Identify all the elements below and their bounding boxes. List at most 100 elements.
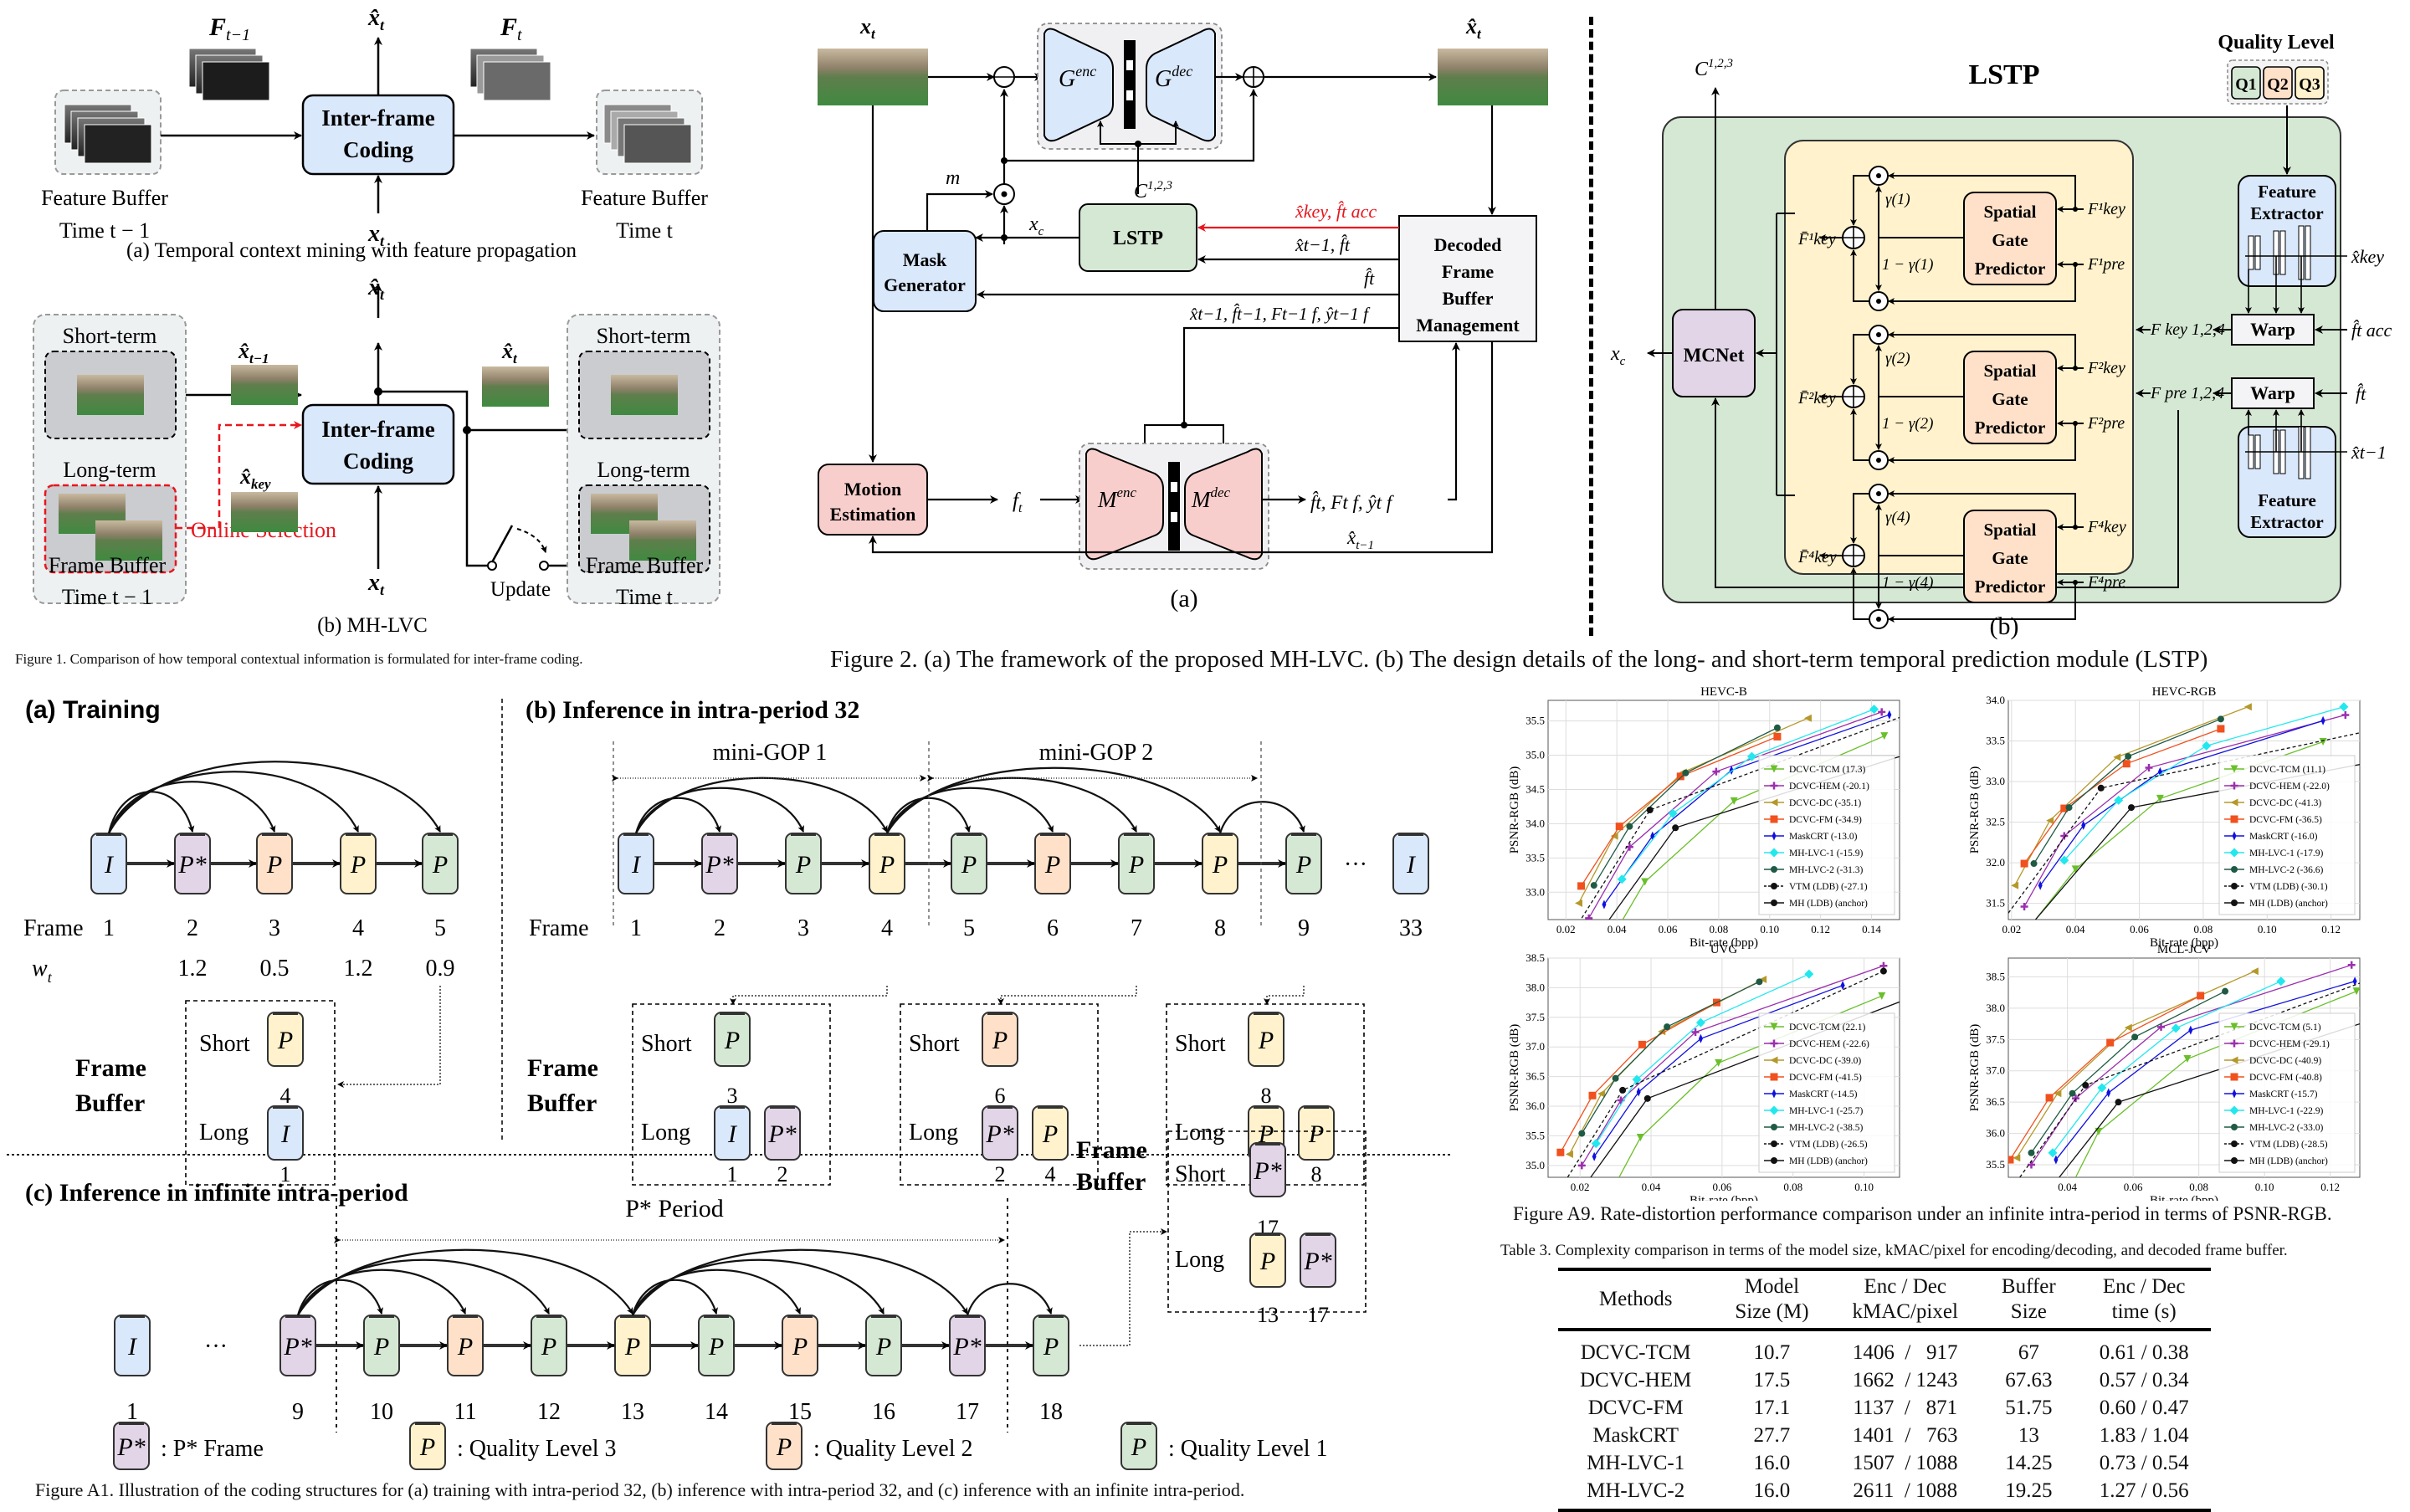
data-point	[1746, 751, 1756, 761]
svg-text:P: P	[724, 1027, 740, 1054]
fig2b-fkey124: F key 1,2,4	[2150, 320, 2225, 339]
figA1b-frame-33: I	[1392, 833, 1429, 894]
fig2a-m-dec: Mdec	[1191, 484, 1231, 512]
data-point	[2008, 1156, 2014, 1164]
series-dcvc-fm	[1577, 732, 1782, 890]
figA1b-frame-num: 8	[1214, 915, 1226, 941]
figA1c-frame-10: P	[363, 1315, 400, 1376]
figA1c-frame-num: 9	[292, 1399, 304, 1425]
fig1b-short-term-left: Short-term	[63, 324, 157, 348]
y-tick-label: 38.0	[1986, 1002, 2005, 1014]
figA1-legend-label: : Quality Level 2	[813, 1436, 973, 1462]
fig1a-feature-buffer-right	[596, 90, 703, 175]
figA1b-frame-num: 9	[1298, 915, 1310, 941]
fig2b-c123: C1,2,3	[1695, 57, 1733, 80]
x-tick-label: 0.08	[2194, 923, 2213, 935]
legend-entry: MaskCRT (-16.0)	[2249, 832, 2318, 842]
figA1c-frame-12: P	[531, 1315, 567, 1376]
svg-text:Gate: Gate	[1992, 389, 2028, 409]
data-point	[1878, 708, 1886, 716]
legend-entry: MH-LVC-1 (-15.9)	[1789, 848, 1864, 859]
table-cell: 1.83 / 1.04	[2099, 1424, 2189, 1447]
svg-text:P: P	[1258, 1120, 1274, 1148]
fig1b-long-term-right: Long-term	[597, 458, 690, 482]
fig2b-spatial-gate-predictor	[1963, 192, 2057, 285]
table-cell: 0.60 / 0.47	[2099, 1397, 2189, 1419]
legend-entry: MH-LVC-2 (-36.6)	[2249, 865, 2324, 875]
data-point	[2319, 737, 2327, 746]
data-point	[1840, 981, 1845, 991]
svg-text:8: 8	[1311, 1162, 1322, 1187]
figA1b-frame-5: P	[951, 833, 987, 894]
chart-title: HEVC-RGB	[2152, 685, 2217, 699]
svg-text:P*: P*	[952, 1333, 981, 1361]
fig2b-quality-q2: Q2	[2263, 66, 2293, 100]
svg-text:Frame: Frame	[529, 915, 589, 941]
data-point	[1643, 1094, 1651, 1102]
figA1a-frame-3: P	[256, 833, 293, 894]
x-tick-label: 0.06	[1659, 923, 1678, 935]
figA1a-weight: 0.5	[260, 956, 290, 982]
fig2b-in-facc: f̂t acc	[2351, 320, 2392, 341]
fig2a-input-photo	[818, 49, 928, 105]
svg-text:P: P	[792, 1333, 808, 1361]
fig2a-decoded-frame-buffer	[1398, 215, 1537, 342]
data-point	[1730, 797, 1738, 805]
y-tick-label: 35.0	[1525, 1159, 1545, 1171]
table-cell: 67.63	[2005, 1369, 2053, 1392]
legend-entry: DCVC-TCM (11.1)	[2249, 765, 2325, 775]
fig2a-m-label: m	[946, 167, 960, 189]
figA1a-frame-num: 2	[187, 915, 198, 941]
fig1b-right-label-1: Frame Buffer	[586, 553, 704, 577]
svg-text:3: 3	[727, 1084, 738, 1108]
data-point	[2059, 855, 2069, 865]
fig1a-x-bottom: xt	[367, 221, 385, 249]
data-point	[1638, 1040, 1646, 1048]
data-point	[2113, 753, 2121, 761]
table-cell: 16.0	[1753, 1479, 1791, 1502]
svg-text:Long: Long	[641, 1120, 690, 1146]
svg-text:P: P	[432, 851, 448, 879]
figA1c-frame-17: P*	[949, 1315, 986, 1376]
legend-entry: MH-LVC-1 (-22.9)	[2249, 1106, 2324, 1116]
fig2a-mask-gen-line1: Mask	[903, 249, 947, 270]
svg-text:2: 2	[777, 1162, 788, 1187]
x-tick-label: 0.06	[2124, 1181, 2143, 1193]
y-tick-label: 38.0	[1525, 981, 1545, 993]
figA1-legend-swatch: P*	[113, 1422, 150, 1470]
svg-text:P: P	[776, 1433, 792, 1461]
fig2a-xt-label: xt	[859, 14, 876, 42]
data-point	[1626, 823, 1633, 830]
x-tick-label: 0.02	[2002, 923, 2021, 935]
y-tick-label: 31.5	[1986, 897, 2005, 910]
chart-legend: DCVC-TCM (5.1)DCVC-HEM (-29.1)DCVC-DC (-…	[2218, 1012, 2356, 1173]
svg-text:Q1: Q1	[2235, 75, 2257, 94]
figA1b-frame-8: P	[1202, 833, 1238, 894]
table-cell: 2611 / 1088	[1853, 1479, 1958, 1502]
data-point	[1597, 1089, 1606, 1098]
fig2b-in-ft: f̂t	[2356, 383, 2366, 404]
y-tick-label: 35.5	[1525, 1129, 1545, 1141]
legend-entry: MaskCRT (-15.7)	[2249, 1089, 2318, 1099]
fig2a-dfbm-4: Management	[1416, 315, 1520, 336]
series-mh-lvc-1	[1591, 969, 1814, 1149]
svg-text:8: 8	[1261, 1084, 1272, 1108]
series-vtm	[1566, 967, 1887, 1177]
svg-text:Long: Long	[909, 1120, 958, 1146]
figA1b-buffer-long-frame: P	[1298, 1105, 1335, 1161]
x-tick-label: 0.08	[1783, 1181, 1802, 1193]
fig2b-fe-bottom-2: Extractor	[2250, 512, 2323, 532]
data-point	[2013, 1154, 2021, 1162]
fig2a-mask-generator	[873, 230, 977, 312]
fig2b-xc: xc	[1610, 343, 1626, 368]
svg-text:Buffer: Buffer	[527, 1089, 597, 1117]
legend-entry: MaskCRT (-13.0)	[1789, 832, 1858, 842]
fig2b-mcnet-label: MCNet	[1684, 345, 1745, 366]
table-cell: 0.73 / 0.54	[2099, 1452, 2189, 1474]
legend-entry: DCVC-TCM (17.3)	[1789, 765, 1866, 775]
